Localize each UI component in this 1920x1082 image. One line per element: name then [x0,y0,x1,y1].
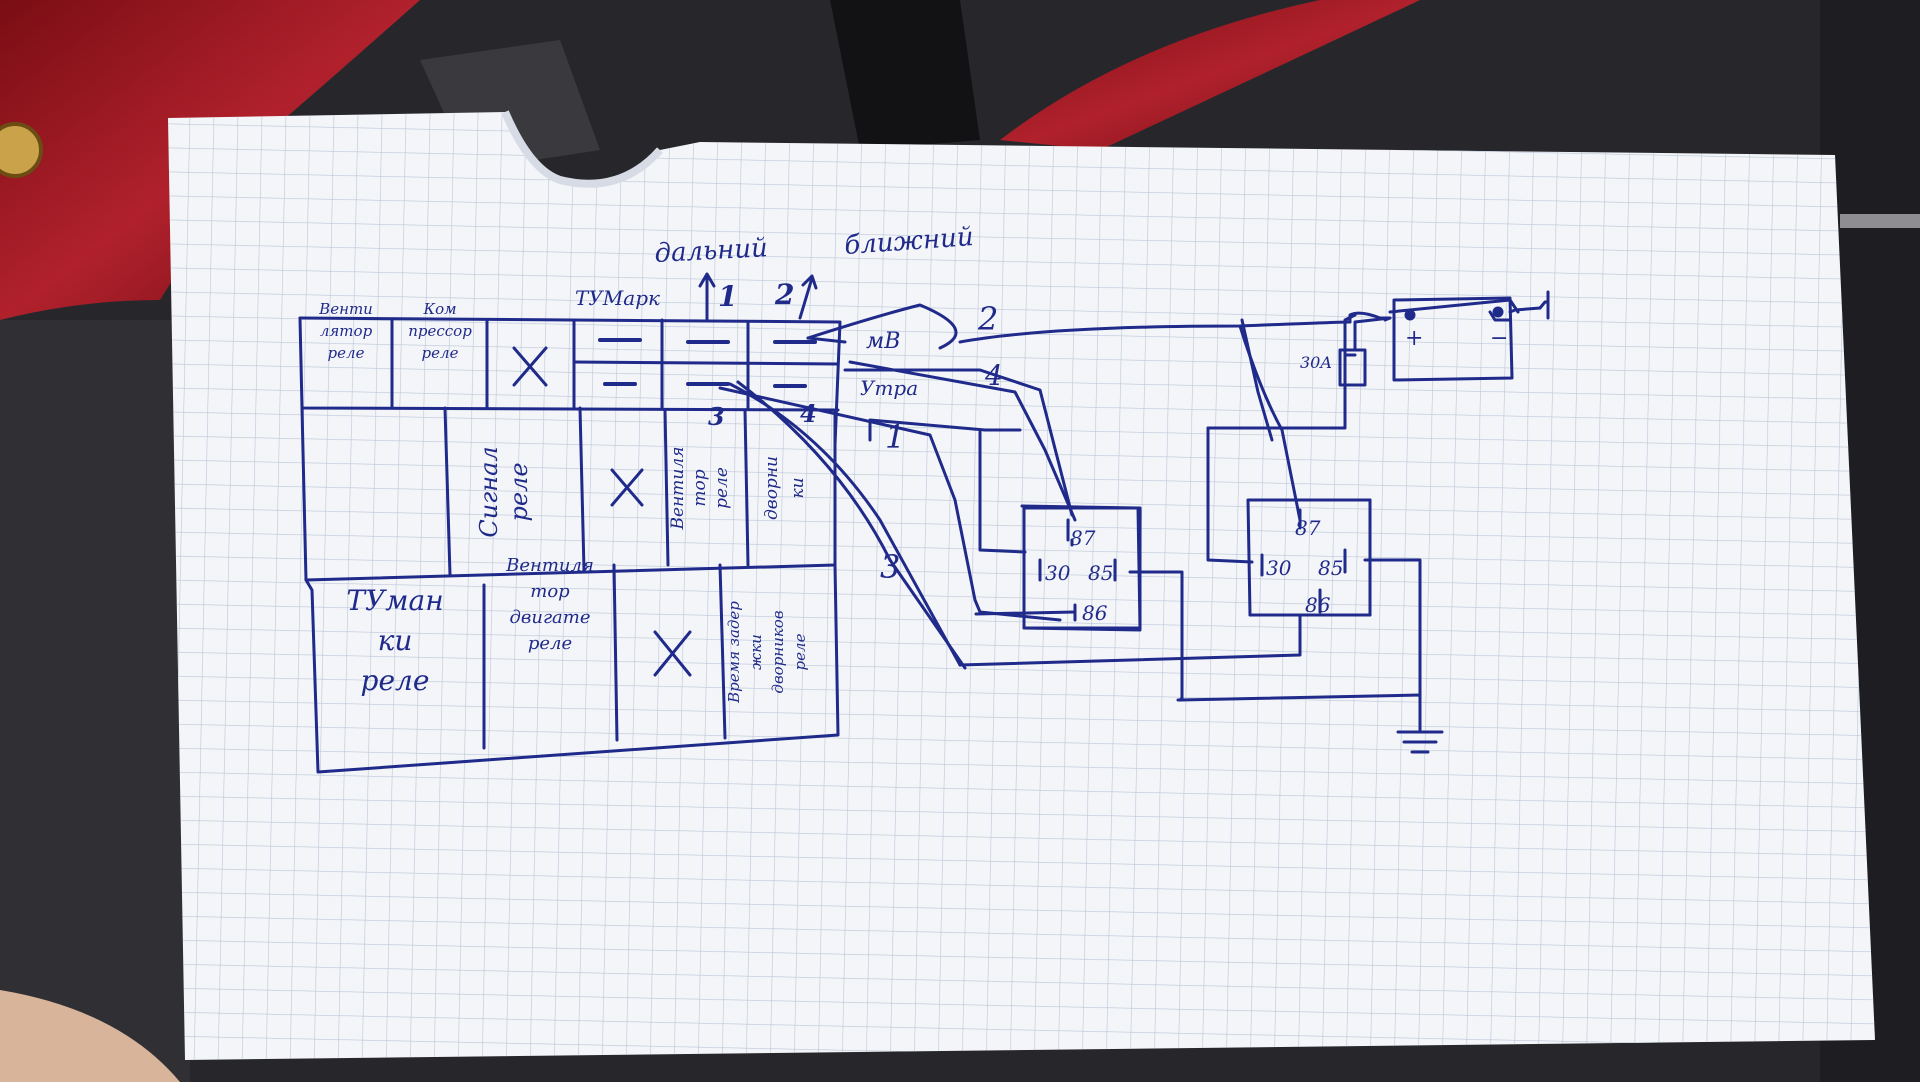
cell-wiper-timer-relay-line: Время задер [725,601,743,704]
cell-engine-fan-relay: Вентиля тор двигате реле [505,555,594,654]
fuse-dashes [598,338,817,388]
cell-fog-relay-line: ТУман [346,584,443,617]
wire-num-1: 1 [885,418,905,456]
cell-compressor-relay-line: реле [422,344,459,362]
label-fog: ТУМарк [575,286,660,310]
relay-left-30: 30 [1045,561,1071,585]
relay-left [1020,504,1142,630]
cell-wiper-timer-relay-line: реле [791,633,809,670]
wire-num-2: 2 [977,300,998,338]
paper-sheet [168,110,1875,1060]
wires [718,290,1550,754]
cell-engine-fan-relay-line: Вентиля [505,555,594,576]
cell-signal-relay: Сигналреле [475,446,533,537]
battery-minus-terminal [1492,306,1504,318]
label-high-beam: дальний [654,233,769,269]
cell-fog-relay-line: реле [361,664,430,697]
arrow-high [798,274,818,320]
cell-fan-relay-line: реле [328,344,365,362]
battery-minus: − [1490,326,1508,351]
cell-compressor-relay-line: прессор [408,322,472,340]
cell-fog-relay: ТУман ки реле [346,584,443,697]
relay-left-85: 85 [1088,561,1113,585]
cell-signal-relay-line: Сигнал [475,446,503,537]
wire-num-3-fuse: 3 [708,402,725,431]
fuse-box-outline [298,316,842,774]
cell-fan-relay-line: Венти [318,300,373,318]
relay-right-87: 87 [1295,516,1321,540]
cell-wiper-relay-line: ки [788,477,808,498]
cell-engine-fan-relay-line: реле [528,633,572,654]
wiring-diagram [298,272,1550,774]
relay-right-30: 30 [1266,556,1292,580]
cell-signal-relay-line: реле [505,462,533,521]
wire-num-4-fuse: 4 [800,399,817,428]
wire-num-3: 3 [880,548,900,586]
cell-fog-relay-line: ки [378,624,413,657]
battery-plus: + [1405,326,1423,351]
cell-heater-fan-relay-line: реле [712,467,732,509]
cell-engine-fan-relay-line: двигате [509,607,590,628]
wire-num-2-top: 2 [774,278,794,311]
fuse-30a: 30A [1300,353,1332,372]
cell-engine-fan-relay-line: тор [530,581,570,602]
wire-num-1-top: 1 [718,280,737,313]
cell-fan-relay-line: лятор [320,322,373,340]
cell-wiper-timer-relay-line: дворников [769,610,787,693]
cell-compressor-relay-line: Ком [422,300,456,318]
cell-wiper-relay: дворни ки [762,456,808,520]
wire-num-4: 4 [984,359,1003,392]
cell-fan-relay: Венти лятор реле [318,300,373,362]
relay-left-86: 86 [1082,601,1108,625]
cell-heater-fan-relay-line: Вентиля [668,447,688,531]
cell-wiper-timer-relay-line: жки [747,634,765,670]
relay-left-87: 87 [1070,526,1096,550]
label-high-out: мВ [866,329,900,354]
relay-right-85: 85 [1318,556,1343,580]
cell-compressor-relay: Ком прессор реле [408,300,472,362]
relay-right-86: 86 [1305,593,1331,617]
cell-wiper-relay-line: дворни [762,456,782,520]
arrow-fog [698,272,716,322]
label-low-out: Утра [860,376,918,400]
cell-heater-fan-relay-line: тор [690,469,710,506]
x-marks [512,346,692,677]
relay-right [1248,498,1372,617]
battery-plus-terminal [1404,309,1416,321]
